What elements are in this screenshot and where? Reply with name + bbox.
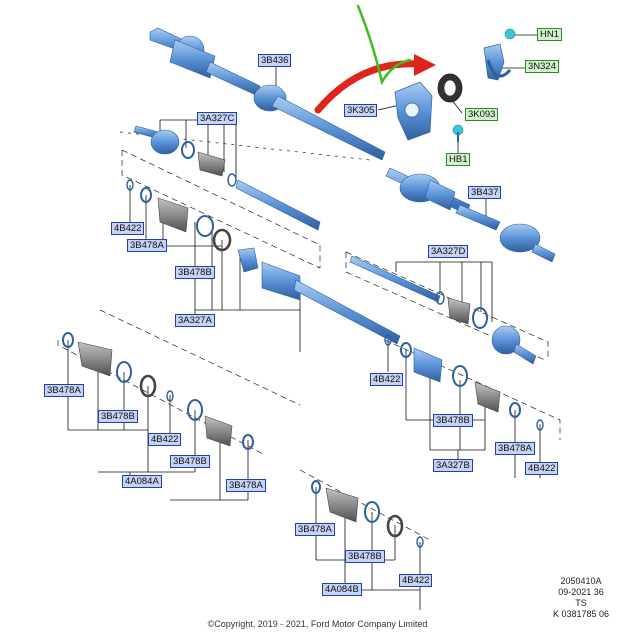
drawing-number: 2050410A: [560, 576, 602, 586]
bearing-bracket-assembly: [394, 28, 516, 142]
outer-joint-center-parts: [311, 480, 424, 548]
callout-3K093[interactable]: 3K093: [465, 108, 499, 121]
callout-3N324[interactable]: 3N324: [525, 60, 559, 73]
drawing-initials: TS: [575, 598, 587, 608]
callout-3K305[interactable]: 3K305: [344, 104, 378, 117]
callout-3A327C[interactable]: 3A327C: [197, 112, 238, 125]
drawing-date: 09-2021 36: [558, 587, 604, 597]
callout-3A327B[interactable]: 3A327B: [433, 459, 473, 472]
callout-HN1[interactable]: HN1: [537, 28, 563, 41]
callout-3B437[interactable]: 3B437: [468, 186, 502, 199]
driveshaft-front-right: [385, 167, 556, 263]
copyright-text: ©Copyright, 2019 - 2021, Ford Motor Comp…: [207, 619, 428, 629]
drawing-ref: K 0381785 06: [552, 609, 610, 619]
drawing-info: 2050410A 09-2021 36 TS K 0381785 06: [546, 576, 616, 620]
inner-joint-upper-parts: [126, 125, 401, 345]
callout-HB1[interactable]: HB1: [446, 153, 471, 166]
callout-4A084B[interactable]: 4A084B: [322, 583, 362, 596]
callout-3B478B[interactable]: 3B478B: [170, 455, 210, 468]
callout-3B478B[interactable]: 3B478B: [345, 550, 385, 563]
callout-3A327A[interactable]: 3A327A: [175, 314, 215, 327]
inner-joint-right-parts: [349, 255, 544, 431]
callout-3B478B[interactable]: 3B478B: [433, 414, 473, 427]
outer-joint-left-parts: [62, 332, 254, 450]
callout-4B422[interactable]: 4B422: [399, 574, 433, 587]
callout-3B478A[interactable]: 3B478A: [127, 239, 167, 252]
callout-3B478A[interactable]: 3B478A: [226, 479, 266, 492]
callout-4B422[interactable]: 4B422: [111, 222, 145, 235]
callout-3B478A[interactable]: 3B478A: [44, 384, 84, 397]
callout-3B478A[interactable]: 3B478A: [495, 442, 535, 455]
callout-4B422[interactable]: 4B422: [525, 462, 559, 475]
callout-3B436[interactable]: 3B436: [258, 54, 292, 67]
callout-3B478A[interactable]: 3B478A: [295, 523, 335, 536]
callout-4B422[interactable]: 4B422: [370, 373, 404, 386]
callout-3A327D[interactable]: 3A327D: [428, 245, 469, 258]
callout-4A084A[interactable]: 4A084A: [122, 475, 162, 488]
driveshaft-front-left: [149, 27, 386, 161]
annotation-marks: [314, 4, 436, 114]
dashed-guides: [57, 131, 561, 541]
callout-3B478B[interactable]: 3B478B: [175, 266, 215, 279]
callout-3B478B[interactable]: 3B478B: [98, 410, 138, 423]
callout-4B422[interactable]: 4B422: [148, 433, 182, 446]
